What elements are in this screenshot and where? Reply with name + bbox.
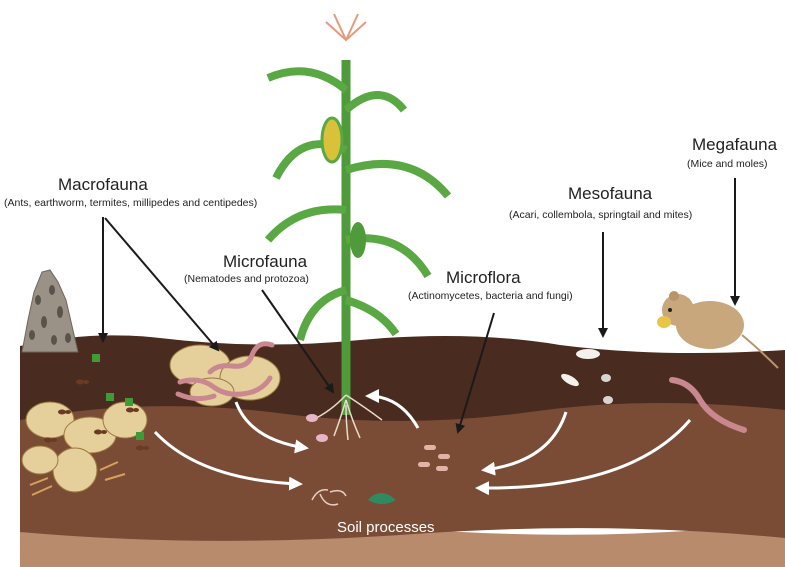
microfauna-subtitle: (Nematodes and protozoa) — [184, 273, 309, 285]
termite-mound-icon — [21, 269, 79, 353]
subsoil-layer — [20, 399, 785, 541]
arrow-microflora — [455, 312, 495, 434]
earthworm-icon — [175, 341, 747, 433]
annotation-arrows — [98, 178, 740, 434]
arrow-macrofauna-leaves — [104, 217, 220, 352]
process-arrow-litter — [234, 401, 309, 454]
process-arrow-mesofauna — [481, 411, 568, 476]
process-arrow-left — [153, 430, 303, 491]
soil-mite-icon — [368, 493, 396, 504]
process-arrow-to-roots — [365, 389, 420, 429]
mesofauna-title: Mesofauna — [568, 184, 653, 203]
fungi-icon — [311, 488, 347, 506]
mite-icon — [601, 374, 613, 404]
process-arrow-megafauna — [475, 419, 692, 496]
macrofauna-title: Macrofauna — [58, 175, 148, 194]
arrow-microfauna — [261, 289, 335, 394]
microflora-title: Microflora — [446, 268, 521, 287]
process-arrows — [153, 389, 692, 496]
mesofauna-subtitle: (Acari, collembola, springtail and mites… — [509, 209, 693, 221]
microfauna-title: Microfauna — [223, 252, 308, 271]
nematode-icon — [306, 414, 328, 442]
microflora-subtitle: (Actinomycetes, bacteria and fungi) — [408, 290, 573, 302]
collembola-icon — [561, 349, 600, 387]
ant-icon — [44, 379, 149, 451]
bacteria-icon — [418, 445, 450, 471]
soil-processes-label: Soil processes — [337, 519, 435, 536]
green-leaf-bits-icon — [92, 354, 144, 440]
macrofauna-subtitle: (Ants, earthworm, termites, millipedes a… — [4, 197, 258, 209]
mouse-icon — [657, 291, 779, 369]
corn-plant-icon — [264, 13, 452, 415]
megafauna-subtitle: (Mice and moles) — [687, 158, 768, 170]
megafauna-title: Megafauna — [692, 135, 778, 154]
